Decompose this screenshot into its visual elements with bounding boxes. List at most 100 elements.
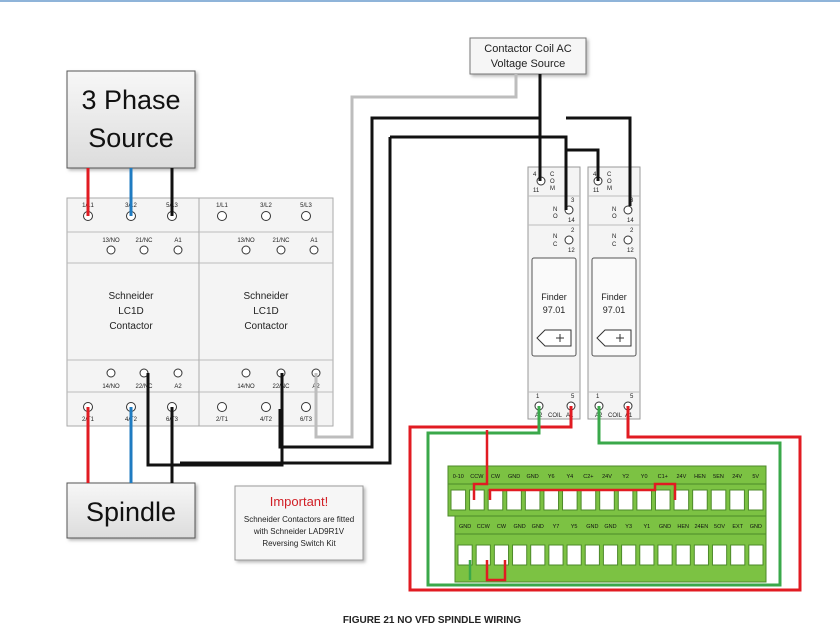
a-name-3: Contactor <box>109 321 153 332</box>
strip-top-terminal-10 <box>636 489 652 511</box>
coil-source-line-1: Contactor Coil AC <box>484 43 571 55</box>
strip-bot-label-7: GND <box>586 524 598 530</box>
r1-name-1: Finder <box>541 292 567 302</box>
strip-top-label-7: C2+ <box>583 474 593 480</box>
b-aux-top-2: 21/NC <box>272 238 290 244</box>
strip-top-label-10: Y0 <box>641 474 648 480</box>
strip-bot-label-0: GND <box>459 524 471 530</box>
r2-nc-n: N <box>612 234 616 240</box>
contactor-a: 1/L1 3/L2 5/L3 13/NO 21/NC A1 Schneider … <box>66 197 200 427</box>
a-name-2: LC1D <box>118 306 144 317</box>
r2-top-num-3: 2 <box>630 228 634 234</box>
strip-bot-label-3: GND <box>514 524 526 530</box>
important-title: Important! <box>270 494 329 509</box>
strip-top-label-14: 5EN <box>713 474 724 480</box>
source-line-2: Source <box>88 123 174 153</box>
r1-com-num: 11 <box>533 188 540 194</box>
r1-nc-num: 12 <box>568 248 575 254</box>
r1-coil-num-1: 1 <box>536 394 540 400</box>
spindle-label: Spindle <box>86 497 176 527</box>
strip-top-terminal-13 <box>692 489 708 511</box>
r2-com-m: M <box>607 186 612 192</box>
strip-bot-label-13: 24EN <box>694 524 708 530</box>
r2-no-o: O <box>612 214 617 220</box>
strip-bot-label-16: GND <box>750 524 762 530</box>
strip-top-terminal-11 <box>654 489 671 511</box>
strip-bot-label-2: CW <box>497 524 507 530</box>
strip-top-label-11: C1+ <box>658 474 668 480</box>
r2-com-o: O <box>607 179 612 185</box>
wire-black-4 <box>390 135 568 210</box>
coil-voltage-source: Contactor Coil AC Voltage Source <box>469 37 587 75</box>
strip-bot-terminal-3 <box>512 544 528 566</box>
r2-com-num: 11 <box>593 188 600 194</box>
strip-bot-label-1: CCW <box>477 524 491 530</box>
strip-bot-label-6: Y5 <box>571 524 578 530</box>
strip-top-terminal-6 <box>562 489 578 511</box>
strip-top-terminal-14 <box>710 489 727 511</box>
source-line-1: 3 Phase <box>81 85 180 115</box>
figure-caption: FIGURE 21 NO VFD SPINDLE WIRING <box>343 615 522 626</box>
r2-no-n: N <box>612 207 616 213</box>
wire-green-outer <box>426 406 782 587</box>
wire-black-1 <box>278 74 542 449</box>
strip-bot-label-10: Y1 <box>643 524 650 530</box>
strip-bot-terminal-11 <box>657 544 673 566</box>
three-phase-source: 3 Phase Source <box>66 70 196 169</box>
r2-coil-num-1: 1 <box>596 394 600 400</box>
strip-top-label-12: 24V <box>676 474 686 480</box>
r1-release-lever <box>536 329 572 347</box>
r1-no-o: O <box>553 214 558 220</box>
r2-nc-c: C <box>612 242 617 248</box>
b-name-1: Schneider <box>243 291 289 302</box>
r2-no-num: 14 <box>627 218 634 224</box>
b-top-term-3: 5/L3 <box>300 203 312 209</box>
strip-top-terminal-7 <box>580 489 597 511</box>
r1-nc-n: N <box>553 234 557 240</box>
strip-bot-label-14: 5OV <box>714 524 725 530</box>
strip-bot-terminal-12 <box>675 544 691 566</box>
strip-bot-terminal-14 <box>711 544 728 566</box>
strip-top-terminal-15 <box>729 489 745 511</box>
strip-top-terminal-8 <box>599 489 615 511</box>
strip-bot-terminal-9 <box>621 544 637 566</box>
a-name-1: Schneider <box>108 291 154 302</box>
strip-top-label-4: GND <box>527 474 539 480</box>
b-name-2: LC1D <box>253 306 279 317</box>
strip-bot-terminal-5 <box>548 544 564 566</box>
r2-nc-num: 12 <box>627 248 634 254</box>
strip-top-terminal-1 <box>469 489 485 511</box>
strip-bot-label-9: Y3 <box>625 524 632 530</box>
coil-source-line-2: Voltage Source <box>491 58 566 70</box>
a-aux-bot-3: A2 <box>174 384 182 390</box>
strip-top-label-9: Y2 <box>622 474 629 480</box>
relay-1: 4 11 C O M 3 N O 14 2 N C 12 Finder 97.0… <box>527 166 581 420</box>
b-name-3: Contactor <box>244 321 288 332</box>
r2-top-num-2: 3 <box>630 198 634 204</box>
important-line-3: Reversing Switch Kit <box>262 539 336 548</box>
strip-bot-label-12: HEN <box>677 524 689 530</box>
r1-com-o: O <box>550 179 555 185</box>
strip-bot-label-5: Y7 <box>553 524 560 530</box>
wire-red-cw <box>488 482 677 500</box>
a-aux-top-1: 13/NO <box>102 238 120 244</box>
r1-plus-icon <box>556 334 564 342</box>
wire-red-ccw <box>472 430 489 500</box>
r1-top-num-2: 3 <box>571 198 575 204</box>
strip-top-terminal-16 <box>747 489 764 511</box>
strip-bot-terminal-6 <box>566 544 582 566</box>
r2-plus-icon <box>616 334 624 342</box>
wire-black-6 <box>566 148 600 181</box>
relay-2: 4 11 C O M 3 N O 14 2 N C 12 Finder 97.0… <box>587 166 641 420</box>
r1-coil-num-2: 5 <box>571 394 575 400</box>
a-aux-top-3: A1 <box>174 238 182 244</box>
strip-top-label-2: CW <box>491 474 501 480</box>
r1-coil-label: COIL <box>548 413 563 419</box>
strip-bot-label-8: GND <box>604 524 616 530</box>
strip-top-terminal-0 <box>450 489 467 511</box>
strip-top-label-0: 0-10 <box>453 474 464 480</box>
wire-black-3 <box>180 137 392 465</box>
r1-name-2: 97.01 <box>543 305 566 315</box>
